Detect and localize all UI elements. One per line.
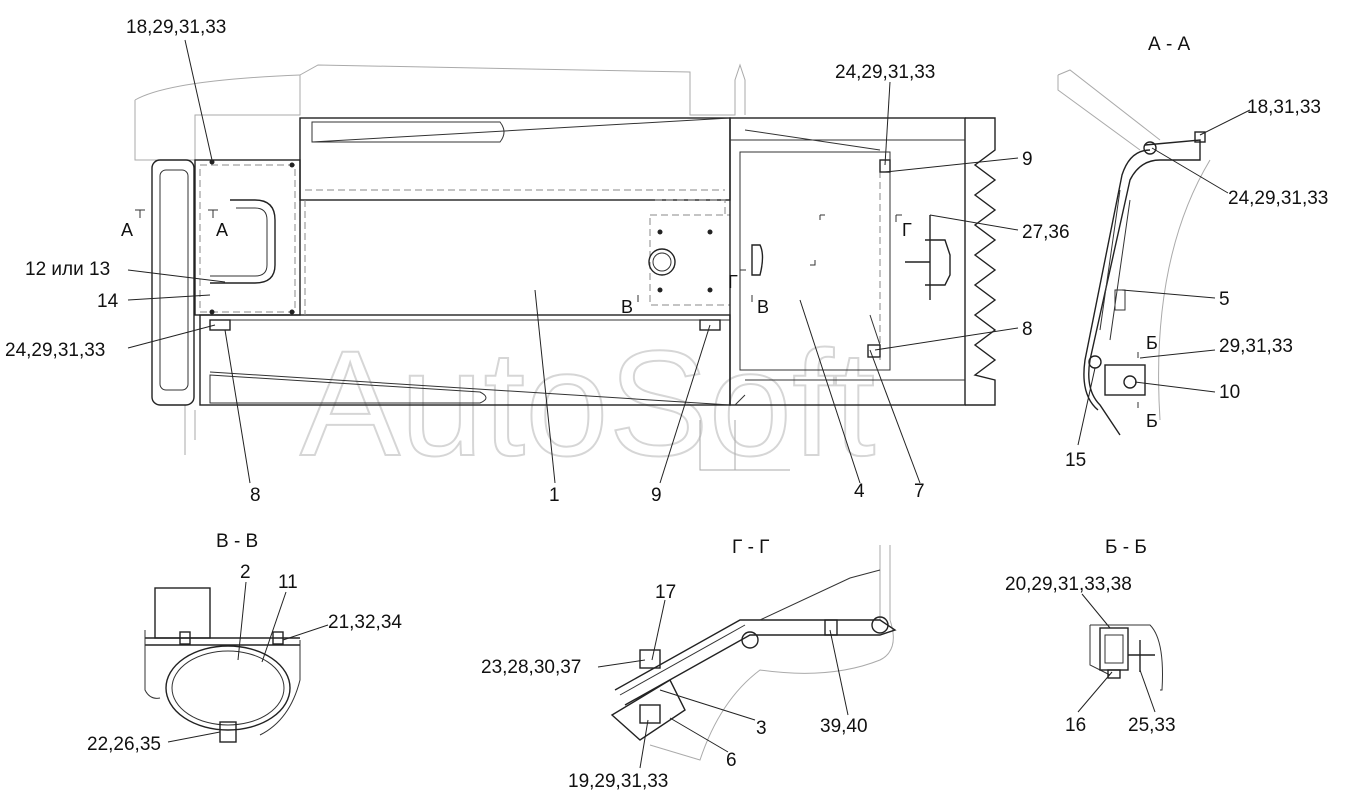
- section-gg: Г - Г 17 23,28,30,37 3 6 19,29,31,33 39,…: [481, 537, 897, 792]
- section-vv: В - В 2 11 21,32,34 22,26,35: [87, 531, 402, 755]
- section-mark-a-left: А: [121, 220, 133, 240]
- label-15: 15: [1065, 450, 1086, 471]
- section-mark-b-top: Б: [1146, 333, 1158, 353]
- label-29-31-33: 29,31,33: [1219, 336, 1293, 357]
- label-18-31-33: 18,31,33: [1247, 97, 1321, 118]
- left-fender: [151, 159, 195, 406]
- label-3: 3: [756, 718, 767, 739]
- label-2: 2: [240, 562, 251, 583]
- section-aa: А - А Б Б 18,31,33 24,29,31,33 5 29,31,3…: [1057, 34, 1328, 471]
- right-box: [729, 117, 966, 406]
- section-mark-g-mid: Г: [728, 272, 738, 292]
- label-16: 16: [1065, 715, 1086, 736]
- section-title-bb: Б - Б: [1105, 537, 1147, 558]
- label-20-29-31-33-38: 20,29,31,33,38: [1005, 574, 1132, 595]
- label-aa-24-29-31-33: 24,29,31,33: [1228, 188, 1328, 209]
- label-6: 6: [726, 750, 737, 771]
- section-title-vv: В - В: [216, 531, 258, 552]
- label-23-28-30-37: 23,28,30,37: [481, 657, 581, 678]
- label-10: 10: [1219, 382, 1240, 403]
- section-mark-v-right: В: [757, 297, 769, 317]
- label-12-or-13: 12 или 13: [25, 259, 110, 280]
- battery-cover: [739, 151, 891, 371]
- section-bb: Б - Б 20,29,31,33,38 16 25,33: [1005, 537, 1176, 736]
- radiator-grille: [965, 117, 997, 406]
- label-21-32-34: 21,32,34: [328, 612, 402, 633]
- left-bracket: [194, 159, 301, 316]
- label-17: 17: [655, 582, 676, 603]
- label-8-bottom: 8: [250, 485, 261, 506]
- section-mark-v-left: В: [621, 297, 633, 317]
- section-mark-a-right: А: [216, 220, 228, 240]
- label-24-29-31-33-top: 24,29,31,33: [835, 62, 935, 83]
- label-19-29-31-33: 19,29,31,33: [568, 771, 668, 792]
- label-9-bottom: 9: [651, 485, 662, 506]
- section-title-aa: А - А: [1148, 34, 1191, 55]
- label-1: 1: [549, 485, 560, 506]
- main-view: А А В В Г Г 18,29,31,33 12 или 13 14 24,…: [5, 17, 1070, 506]
- label-25-33: 25,33: [1128, 715, 1176, 736]
- label-7: 7: [914, 481, 925, 502]
- label-22-26-35: 22,26,35: [87, 734, 161, 755]
- label-39-40: 39,40: [820, 716, 868, 737]
- section-mark-g-top: Г: [902, 220, 912, 240]
- label-14: 14: [97, 291, 119, 312]
- section-title-gg: Г - Г: [732, 537, 769, 558]
- label-5: 5: [1219, 289, 1230, 310]
- label-4: 4: [854, 481, 865, 502]
- label-24-29-31-33-left: 24,29,31,33: [5, 340, 105, 361]
- label-11: 11: [278, 572, 298, 593]
- label-18-29-31-33: 18,29,31,33: [126, 17, 226, 38]
- label-27-36: 27,36: [1022, 222, 1070, 243]
- label-9-right: 9: [1022, 149, 1033, 170]
- section-mark-b-bottom: Б: [1146, 411, 1158, 431]
- label-8-right: 8: [1022, 319, 1033, 340]
